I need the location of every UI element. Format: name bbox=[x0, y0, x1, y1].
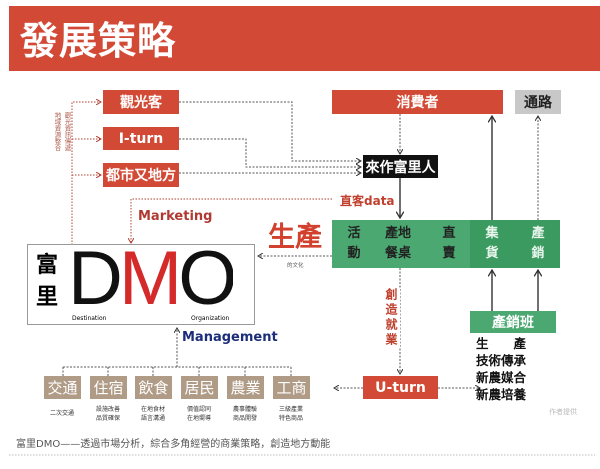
iturn-box: I-turn bbox=[103, 127, 179, 150]
coop-list: 生 產技術傳承新農媒合新農培養 bbox=[476, 336, 527, 402]
production-band: 活動 產地餐桌 直賣 bbox=[332, 220, 470, 268]
header-banner bbox=[9, 6, 600, 71]
direct-data-label: 直客data bbox=[340, 194, 395, 208]
sector-agriculture: 農業 bbox=[227, 376, 264, 399]
sector-sub: 農事體驗商品開發 bbox=[232, 406, 257, 422]
sector-food: 飲食 bbox=[135, 376, 172, 399]
urban-rural-box: 都市又地方 bbox=[103, 163, 179, 187]
sector-sub: 二次交通 bbox=[49, 410, 74, 417]
sector-transport: 交通 bbox=[44, 376, 81, 399]
dmo-li: 里 bbox=[36, 285, 59, 310]
side-label-resources: 觀光資訊傳遞 bbox=[63, 112, 71, 151]
come-to-fuli-box: 來作富里人 bbox=[363, 155, 438, 178]
destination-label: Destination bbox=[72, 315, 107, 322]
production-subtitle: 的文化 bbox=[287, 263, 304, 269]
sector-sub: 價值認同在地嚮導 bbox=[186, 406, 211, 422]
channels-box: 通路 bbox=[515, 90, 561, 114]
marketing-label: Marketing bbox=[138, 209, 213, 224]
page-title: 發展策略 bbox=[20, 19, 177, 63]
create-jobs-label: 創造就業 bbox=[383, 288, 400, 348]
uturn-box: U-turn bbox=[363, 376, 438, 399]
distribution-band: 集貨 產銷 bbox=[470, 220, 560, 268]
organization-label: Organization bbox=[191, 315, 230, 322]
sector-lodging: 住宿 bbox=[90, 376, 127, 399]
management-label: Management bbox=[182, 330, 278, 345]
sector-sub: 設施改善品質確保 bbox=[95, 406, 120, 422]
credit-label: 作者提供 bbox=[549, 408, 577, 416]
side-label-info: 地域資源整合 bbox=[53, 112, 61, 151]
dmo-logo: DMO bbox=[68, 247, 234, 311]
sector-commerce: 工商 bbox=[273, 376, 310, 399]
production-title: 生產 bbox=[268, 222, 322, 253]
consumers-box: 消費者 bbox=[332, 90, 503, 114]
sector-sub: 三級產業特色商品 bbox=[278, 406, 303, 422]
caption: 富里DMO——透過市場分析，綜合多角經營的商業策略，創造地方動能 bbox=[16, 439, 331, 450]
sector-sub: 在地食材語言溝通 bbox=[140, 406, 165, 422]
tourists-box: 觀光客 bbox=[103, 90, 179, 114]
sector-residents: 居民 bbox=[181, 376, 218, 399]
dmo-box: 富 里 DMO Destination Organization bbox=[27, 244, 255, 325]
dmo-fu: 富 bbox=[36, 253, 59, 278]
coop-box: 產銷班 bbox=[470, 311, 556, 333]
